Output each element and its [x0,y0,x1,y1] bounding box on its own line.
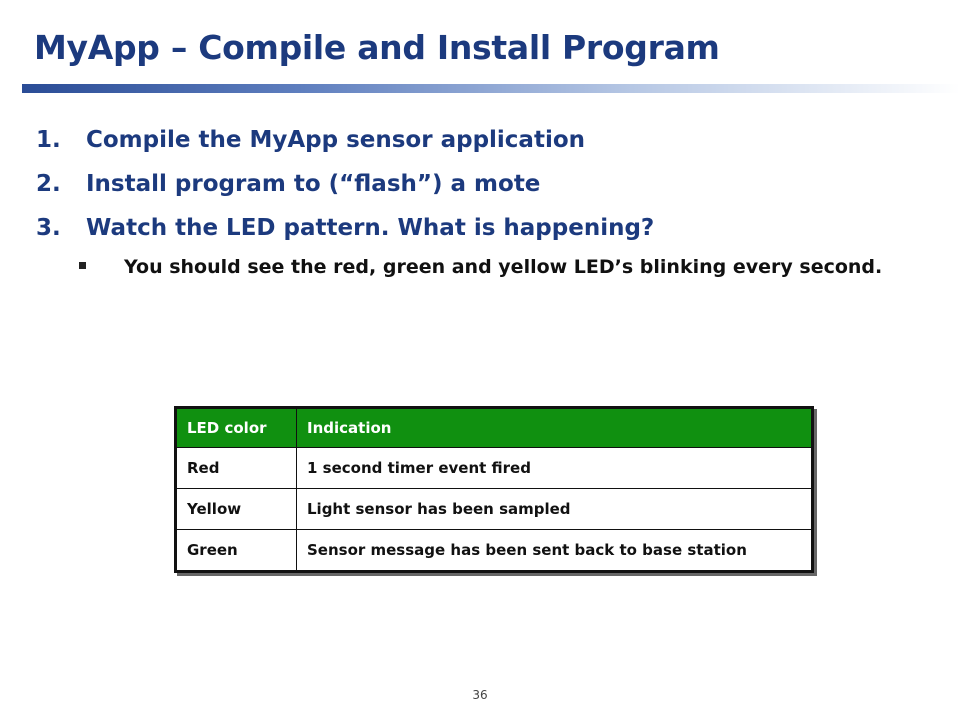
table-header-row: LED color Indication [176,408,812,448]
sub-bullet-text: You should see the red, green and yellow… [124,256,883,278]
sub-bullet: You should see the red, green and yellow… [36,250,916,284]
table-cell: Light sensor has been sampled [296,488,812,530]
list-item: 2. Install program to (“flash”) a mote [36,166,916,210]
list-item-number: 3. [36,215,61,241]
square-bullet-icon [79,262,86,269]
list-item-text: Compile the MyApp sensor application [86,127,586,153]
numbered-list: 1. Compile the MyApp sensor application … [36,122,916,284]
table-cell: Red [176,447,297,489]
table-cell: Yellow [176,488,297,530]
list-item: 3. Watch the LED pattern. What is happen… [36,210,916,254]
column-header-indication: Indication [296,408,812,448]
list-item-number: 1. [36,127,61,153]
list-item: 1. Compile the MyApp sensor application [36,122,916,166]
table-cell: Green [176,529,297,571]
list-item-text: Install program to (“flash”) a mote [86,171,541,197]
list-item-text: Watch the LED pattern. What is happening… [86,215,655,241]
table-row: Green Sensor message has been sent back … [176,529,812,571]
table-row: Red 1 second timer event fired [176,447,812,489]
list-item-number: 2. [36,171,61,197]
column-header-led-color: LED color [176,408,297,448]
table-cell: 1 second timer event fired [296,447,812,489]
table-cell: Sensor message has been sent back to bas… [296,529,812,571]
title-underline [22,84,960,93]
led-table: LED color Indication Red 1 second timer … [174,406,814,573]
table-row: Yellow Light sensor has been sampled [176,488,812,530]
slide-title: MyApp – Compile and Install Program [34,28,720,67]
page-number: 36 [472,688,488,702]
